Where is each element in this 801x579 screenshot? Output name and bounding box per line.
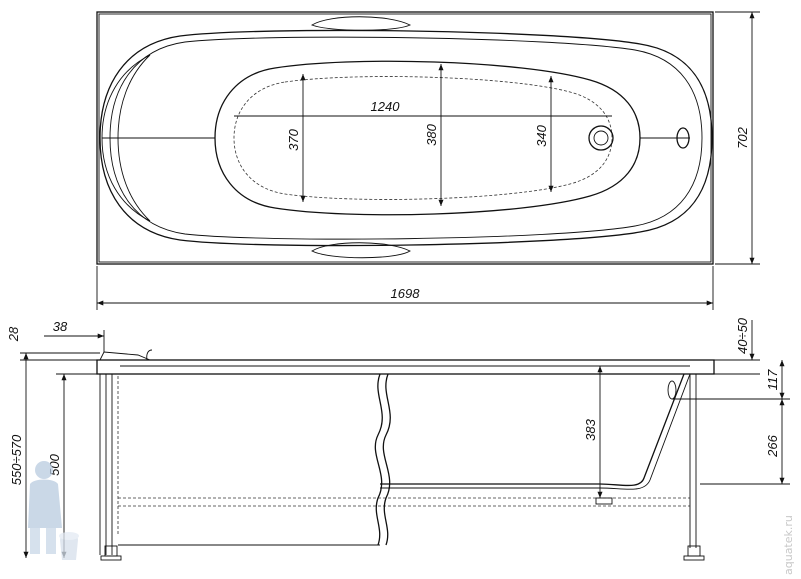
overflow-outlet [676,127,690,149]
inner-rim-outline [98,13,712,263]
bath-shell-profile [380,373,685,487]
bath-shell-profile-inner [380,373,691,490]
dim-depth: 383 [583,418,598,440]
watermark-text: aquatek.ru [782,515,795,575]
basin-flat-dashed [233,76,613,200]
dim-overhang: 38 [53,319,68,334]
hook [146,349,153,361]
handle-top [310,16,412,31]
basin-bottom-contour [214,60,641,216]
outer-rim-outline [96,11,714,265]
drain-outlet [588,125,614,151]
drain-profile [595,497,613,505]
dim-basin-width-foot: 340 [534,124,549,146]
drain-outlet-inner [593,130,609,146]
dim-overflow-height: 266 [765,434,780,457]
dim-total-height: 550÷570 [9,434,24,485]
watermark-mascot [28,461,79,560]
dim-basin-width-head: 370 [286,128,301,150]
dim-width: 702 [735,126,750,148]
bowl-inner-contour [109,36,703,240]
dim-basin-width-mid: 380 [424,123,439,145]
rim [96,359,715,375]
dim-basin-length: 1240 [371,99,401,114]
break-line-left [374,373,383,546]
side-view: 28 38 550÷570 500 40÷50 117 266 383 [6,317,790,561]
dim-rim-thickness: 28 [6,326,21,342]
dim-length: 1698 [391,286,421,301]
foot-right-base [683,555,705,561]
handle-bottom [311,242,411,259]
overflow-profile [667,380,677,400]
headrest [101,54,151,222]
dim-overflow-depth: 117 [765,369,780,390]
top-view: 1240 370 380 340 702 1698 [96,11,760,310]
foot-left [104,545,118,557]
bowl-outer-contour [99,29,713,247]
foot-left-base [100,555,122,561]
headrest-profile [99,351,151,361]
dim-feet-adjust: 40÷50 [735,317,750,354]
break-line-right [382,373,391,546]
